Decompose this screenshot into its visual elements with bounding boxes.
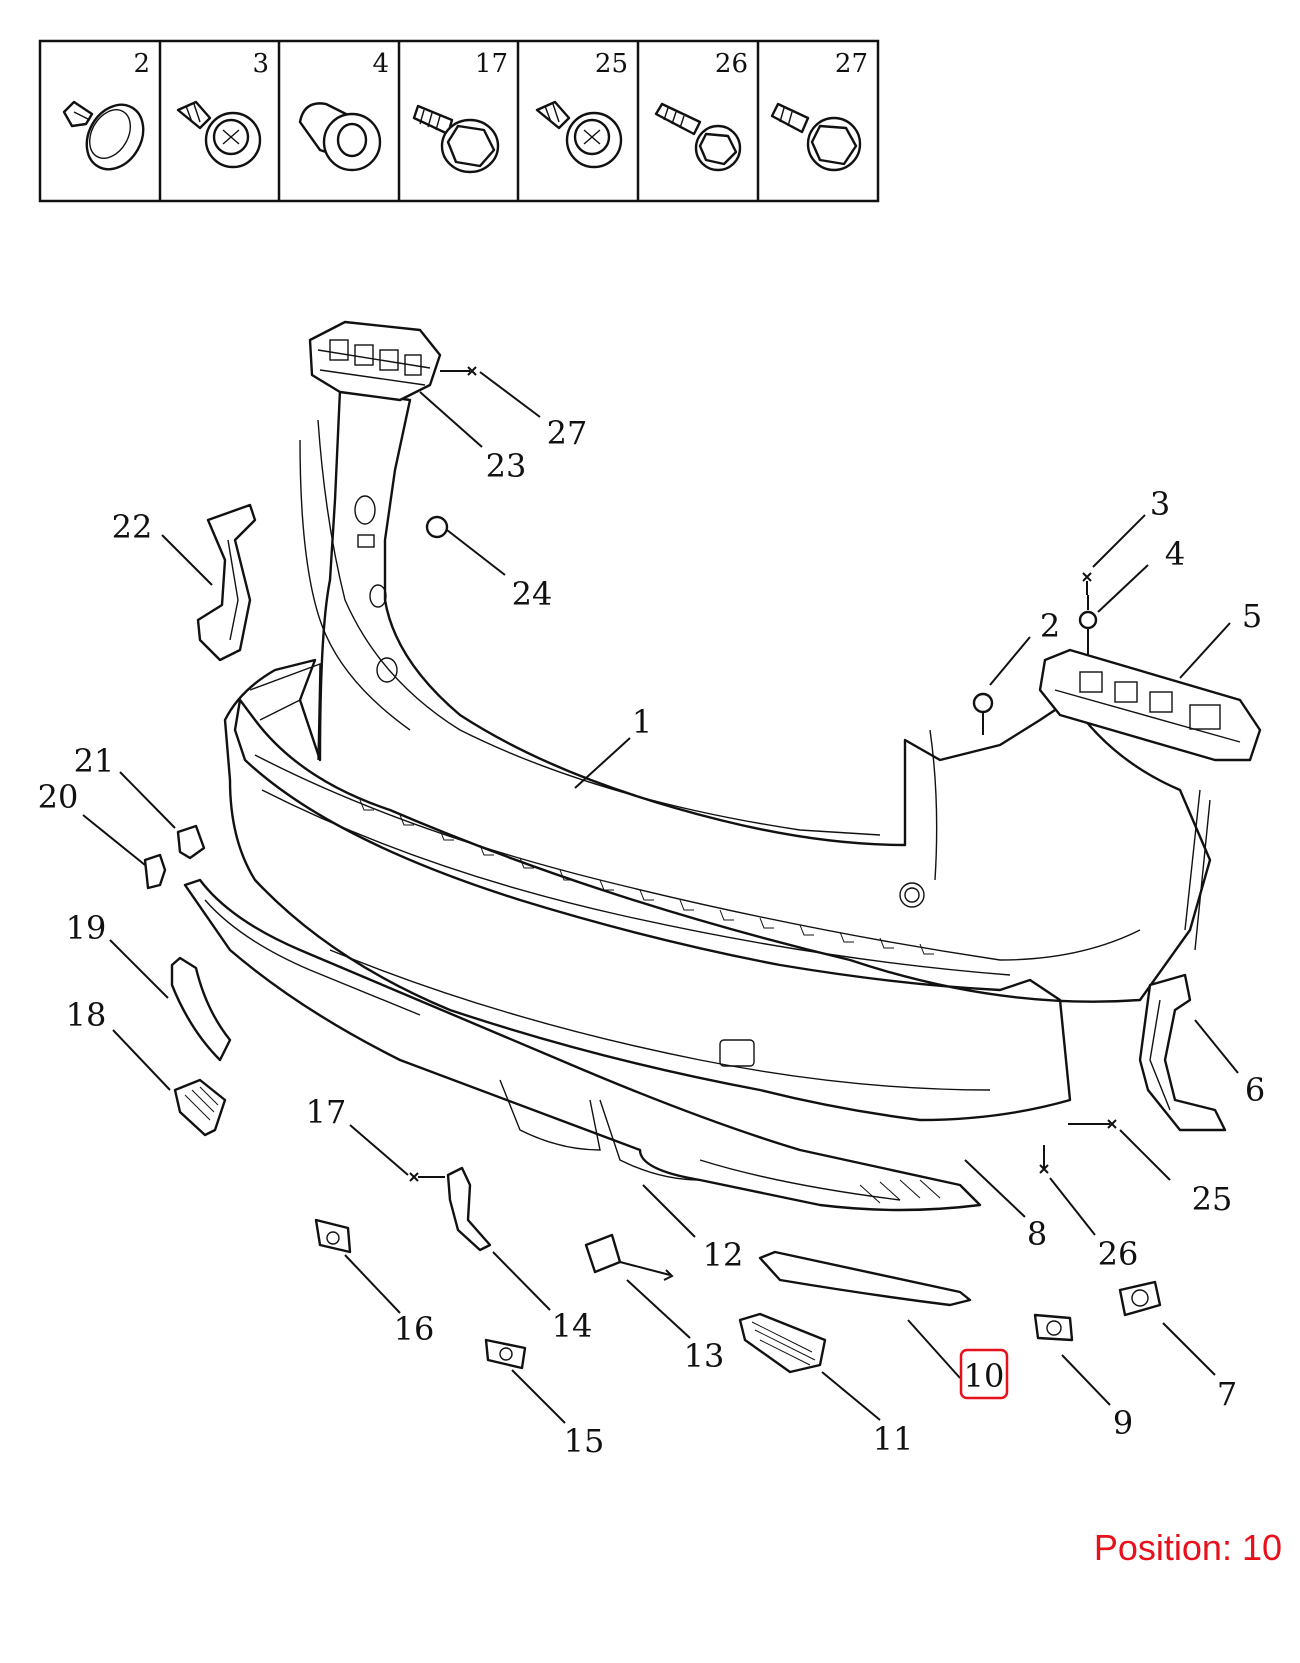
trim-strip-10 — [758, 1250, 972, 1307]
screw-3-icon — [176, 100, 262, 169]
table-cell-17-label: 17 — [475, 49, 508, 79]
bumper-cover-1 — [223, 388, 1212, 1122]
callout-10-highlight — [959, 1348, 1009, 1400]
table-cell-2-label: 2 — [133, 49, 150, 79]
callout-27: 27 — [547, 414, 588, 452]
sensor-holder-7 — [1118, 1280, 1162, 1317]
callout-22: 22 — [112, 508, 153, 546]
callout-13: 13 — [684, 1337, 725, 1375]
callout-10: 10 — [964, 1357, 1005, 1395]
sensor-holder-16 — [314, 1218, 352, 1254]
retainer-5 — [1038, 648, 1262, 762]
callout-5: 5 — [1242, 597, 1262, 635]
table-cell-25-label: 25 — [595, 49, 628, 79]
callout-1: 1 — [632, 703, 652, 741]
grille-11 — [738, 1312, 827, 1374]
callout-7: 7 — [1217, 1375, 1237, 1413]
callout-19: 19 — [66, 909, 107, 947]
callout-11: 11 — [873, 1420, 914, 1458]
grommet-24 — [425, 515, 449, 539]
callout-15: 15 — [564, 1422, 605, 1460]
callout-16: 16 — [394, 1310, 435, 1348]
bolt-17-icon — [412, 104, 500, 174]
table-cell-4-label: 4 — [372, 49, 389, 79]
clip-2-icon — [62, 100, 145, 171]
callout-6: 6 — [1245, 1071, 1265, 1109]
tow-cap-13 — [584, 1233, 622, 1274]
callout-14: 14 — [552, 1307, 593, 1345]
table-cell-26-label: 26 — [715, 49, 748, 79]
callout-3: 3 — [1150, 485, 1170, 523]
table-cell-27-label: 27 — [835, 49, 868, 79]
fastener-markers — [409, 366, 1117, 1182]
callout-21: 21 — [74, 742, 115, 780]
bracket-23 — [308, 320, 442, 402]
callout-23: 23 — [486, 447, 527, 485]
callout-2: 2 — [1040, 607, 1060, 645]
clip-21 — [176, 824, 206, 860]
nut-clip-4-icon — [298, 102, 382, 172]
position-indicator: Position: 10 — [1093, 1527, 1282, 1568]
table-cell-3-label: 3 — [252, 49, 269, 79]
bracket-14 — [446, 1166, 492, 1252]
callout-18: 18 — [66, 996, 107, 1034]
callout-20: 20 — [38, 778, 79, 816]
bracket-6 — [1138, 973, 1227, 1132]
clip-20 — [143, 853, 167, 890]
callout-9: 9 — [1113, 1404, 1133, 1442]
callout-25: 25 — [1192, 1180, 1233, 1218]
callout-labels: 1 2 3 4 5 6 7 8 9 10 11 12 13 14 15 16 1… — [38, 414, 1266, 1460]
callout-17: 17 — [306, 1093, 347, 1131]
callout-24: 24 — [512, 575, 553, 613]
sensor-holder-9 — [1033, 1313, 1074, 1342]
nut-4-marker — [1078, 610, 1098, 630]
callout-8: 8 — [1027, 1215, 1047, 1253]
bolt-27-icon — [770, 102, 862, 172]
callout-26: 26 — [1098, 1235, 1139, 1273]
bolt-26-icon — [654, 102, 742, 172]
screw-25-icon — [535, 100, 623, 169]
leader-lines — [82, 371, 1239, 1424]
callout-12: 12 — [703, 1236, 744, 1274]
grille-18 — [173, 1078, 227, 1137]
sensor-holder-15 — [484, 1338, 527, 1370]
diffuser-12 — [183, 878, 982, 1212]
clip-2-marker — [972, 692, 994, 714]
reflector-19 — [170, 956, 232, 1062]
callout-4: 4 — [1165, 535, 1185, 573]
bracket-22 — [196, 503, 257, 662]
fastener-table: 2 3 4 17 25 26 27 — [38, 39, 880, 203]
